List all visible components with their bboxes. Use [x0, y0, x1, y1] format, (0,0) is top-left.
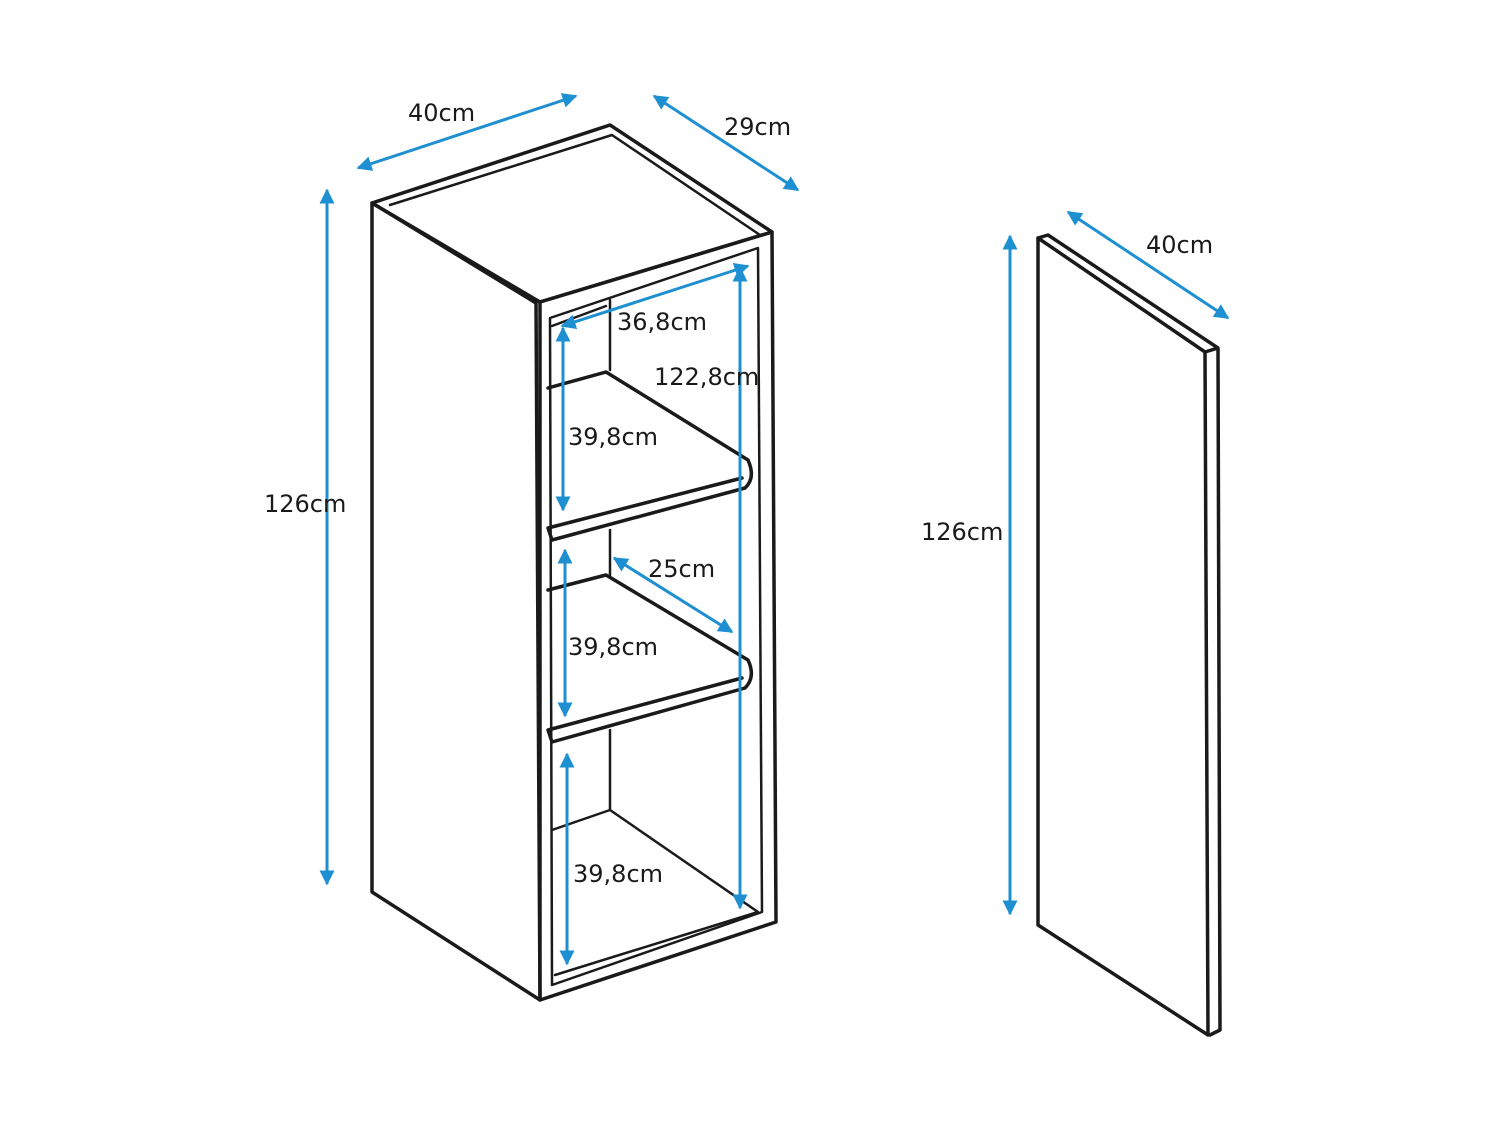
- shelf-top: [546, 370, 754, 542]
- dimension-lines: [319, 93, 1230, 966]
- label-cabinet-depth: 29cm: [724, 113, 791, 141]
- shelf-middle: [546, 573, 754, 744]
- dim-line-door-width: [1066, 210, 1230, 320]
- cabinet-front-frame: [538, 230, 778, 1002]
- label-door-height: 126cm: [921, 518, 1003, 546]
- door-panel-face: [1036, 236, 1210, 1037]
- label-cabinet-height: 126cm: [264, 490, 346, 518]
- label-inner-width: 36,8cm: [617, 308, 707, 336]
- cabinet-side-panel: [370, 201, 542, 1002]
- label-shelf-depth: 25cm: [648, 555, 715, 583]
- dimension-labels: 40cm 29cm 126cm 36,8cm 122,8cm 39,8cm 25…: [264, 99, 1213, 888]
- cabinet-top-panel: [370, 123, 774, 304]
- label-door-width: 40cm: [1146, 231, 1213, 259]
- dim-line-cabinet-depth: [652, 94, 800, 192]
- door-panel-edge: [1036, 233, 1222, 1037]
- label-compartment-middle: 39,8cm: [568, 633, 658, 661]
- label-inner-height: 122,8cm: [654, 363, 759, 391]
- label-compartment-top: 39,8cm: [568, 423, 658, 451]
- dim-line-cabinet-width: [356, 93, 578, 171]
- door-panel-drawing: [1036, 233, 1222, 1037]
- cabinet-floor: [550, 808, 760, 977]
- label-cabinet-width: 40cm: [408, 99, 475, 127]
- label-compartment-bottom: 39,8cm: [573, 860, 663, 888]
- dim-line-shelf-depth: [612, 556, 734, 634]
- dim-line-inner-width: [560, 263, 750, 329]
